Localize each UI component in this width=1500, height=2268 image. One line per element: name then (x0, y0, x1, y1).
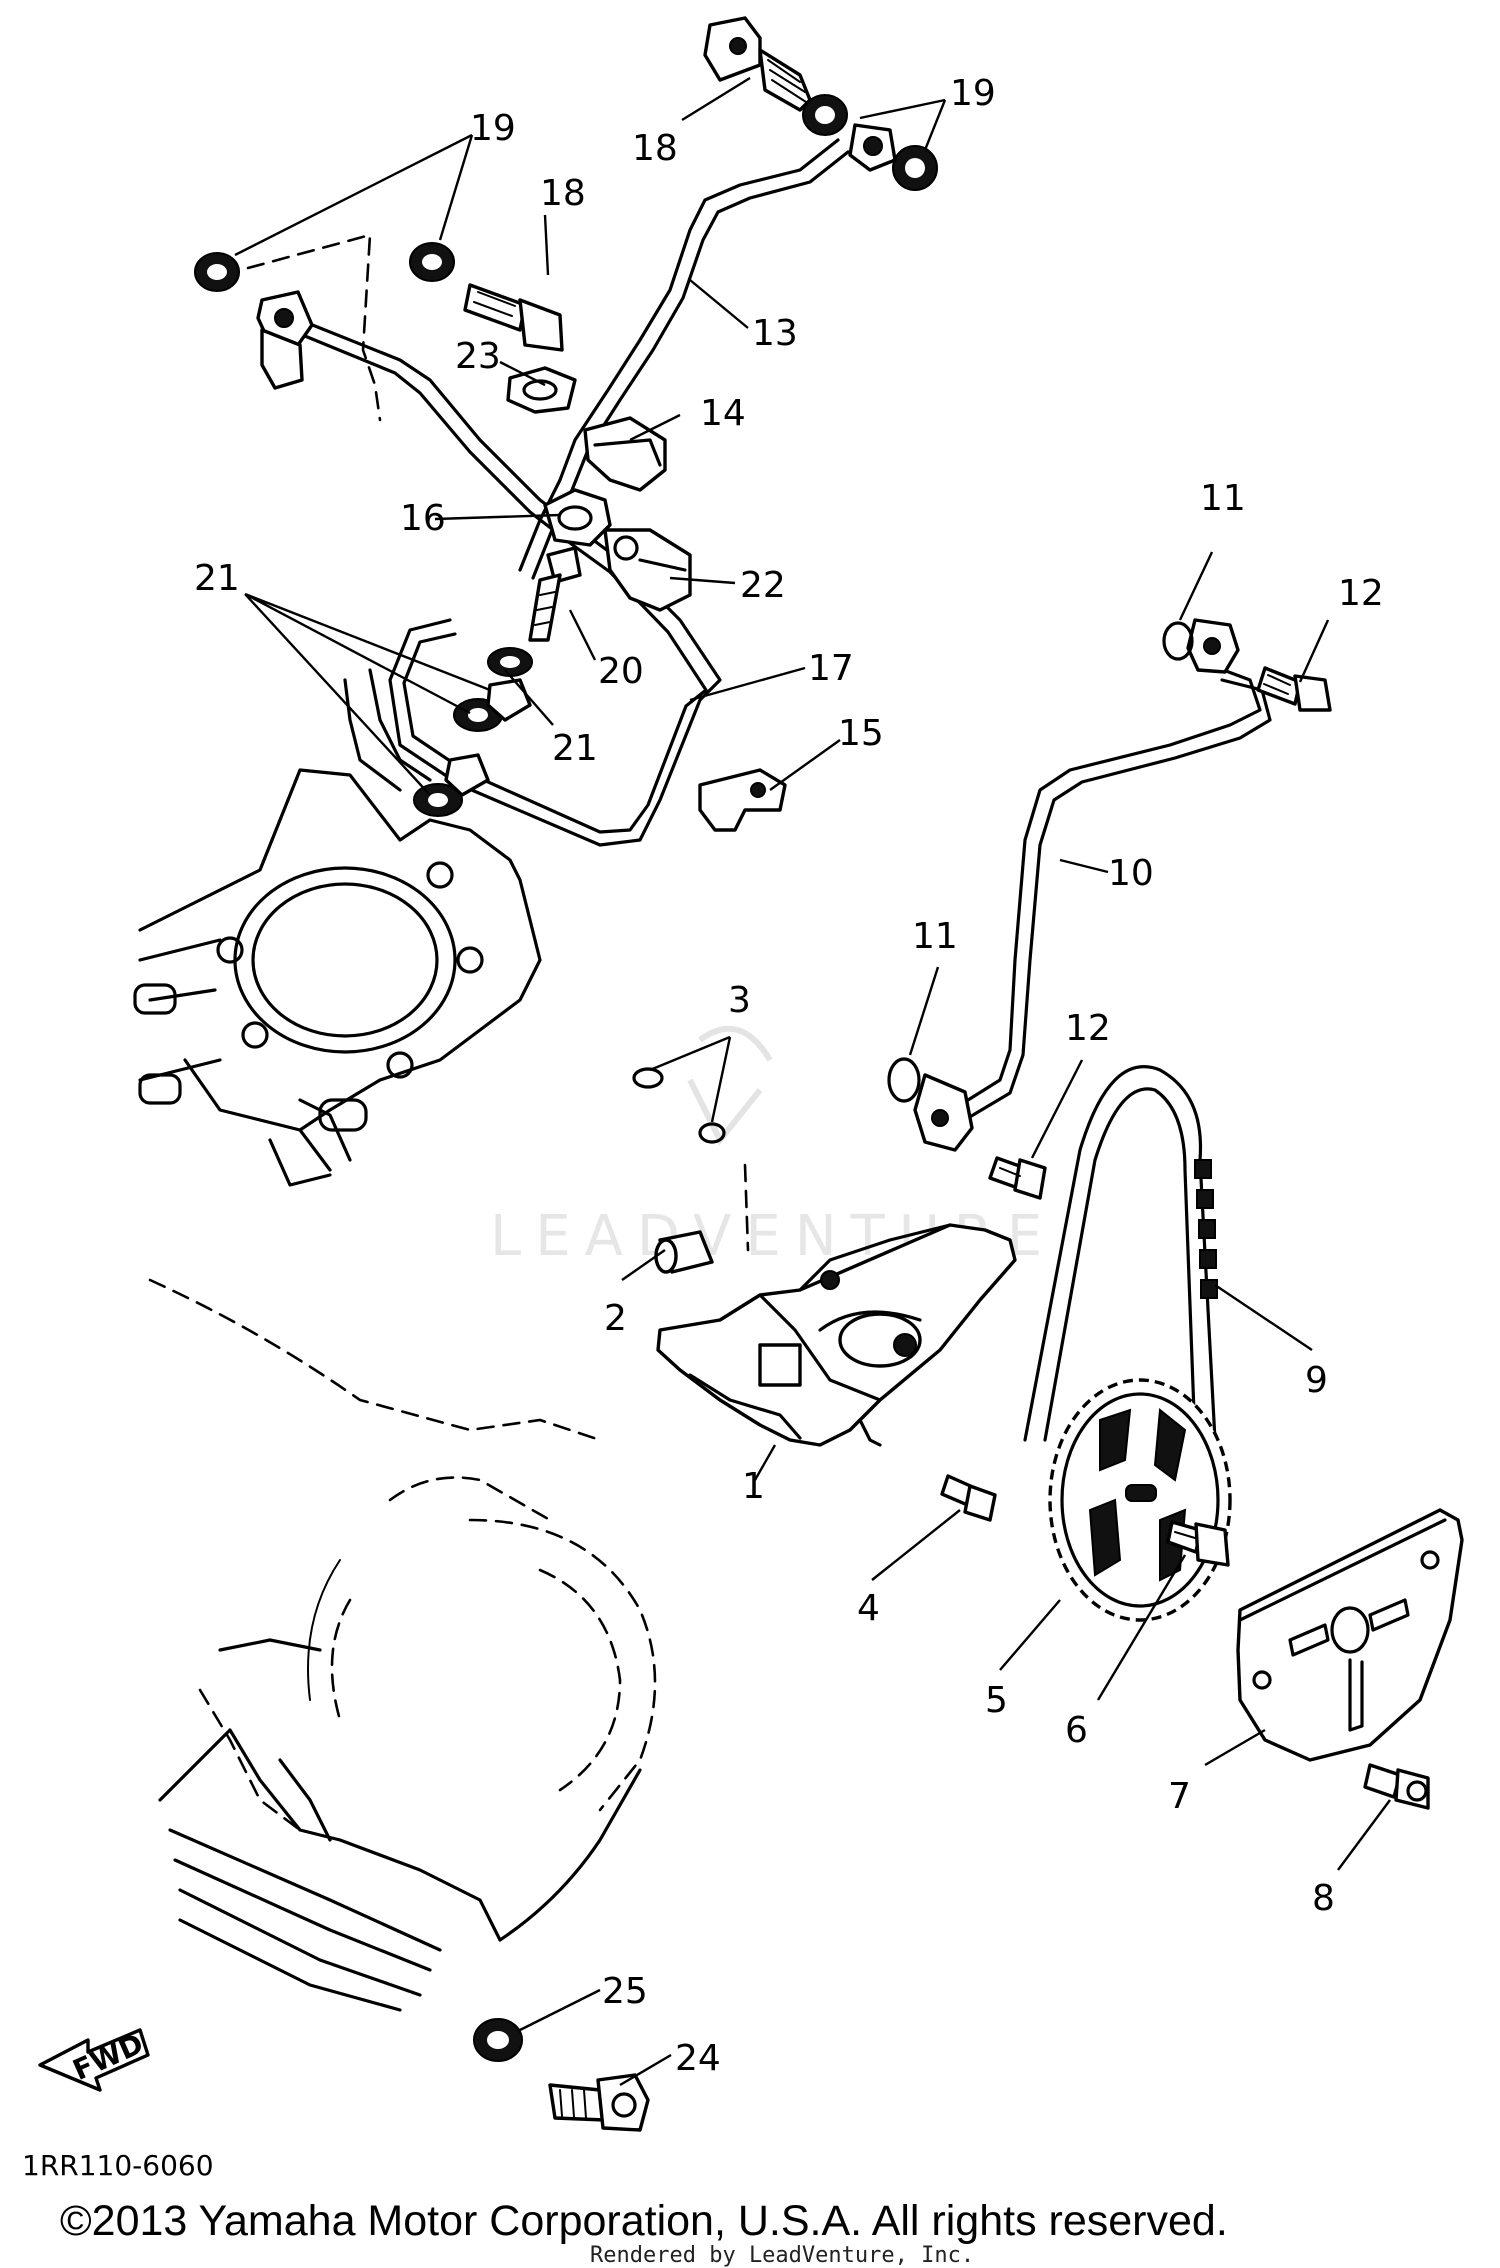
o-ring-3b (698, 1122, 726, 1144)
clamp-22 (603, 528, 692, 612)
callout-21-right: 21 (552, 728, 598, 769)
oil-pump-body (656, 1223, 1017, 1447)
callout-8: 8 (1312, 1878, 1335, 1919)
callout-25: 25 (602, 1971, 648, 2012)
fwd-arrow-icon: FWD (38, 2027, 150, 2092)
o-ring-3a (632, 1067, 664, 1089)
guide-line-19 (246, 233, 382, 422)
callout-22: 22 (740, 565, 786, 606)
bolt-4 (940, 1474, 997, 1522)
bracket-15 (698, 768, 787, 832)
union-bolt-20 (528, 546, 582, 642)
callout-17: 17 (808, 648, 854, 689)
clamp-14 (583, 416, 667, 492)
callout-18-top: 18 (632, 128, 678, 169)
callout-13: 13 (752, 313, 798, 354)
banjo-fitting-mid (444, 678, 532, 797)
callout-19-right: 19 (950, 73, 996, 114)
callout-7: 7 (1168, 1776, 1191, 1817)
sprocket-cover (1236, 1508, 1464, 1762)
callout-24: 24 (675, 2038, 721, 2079)
copyright-notice: ©2013 Yamaha Motor Corporation, U.S.A. A… (60, 2197, 1228, 2245)
pump-drive-sprocket (1048, 1378, 1232, 1622)
callout-3: 3 (728, 980, 751, 1021)
fwd-label: FWD (68, 2027, 148, 2087)
callout-5: 5 (985, 1680, 1008, 1721)
bolt-6 (1166, 1520, 1230, 1567)
callout-10: 10 (1108, 853, 1154, 894)
callout-4: 4 (857, 1588, 880, 1629)
washer-21-a (487, 647, 533, 677)
callout-12-lower: 12 (1065, 1008, 1111, 1049)
callout-23: 23 (455, 336, 501, 377)
cylinder-head-outline (133, 768, 542, 1187)
drive-chain (1023, 1065, 1218, 1442)
drain-washer-25 (473, 2018, 523, 2062)
callout-labels: 1 2 3 4 5 6 7 8 9 10 11 11 12 12 13 14 1… (194, 73, 1384, 2079)
sealing-washer-19-a (802, 94, 848, 136)
o-ring-11-lower (887, 1057, 921, 1103)
callout-20: 20 (598, 651, 644, 692)
callout-21-left: 21 (194, 558, 240, 599)
callout-12-upper: 12 (1338, 573, 1384, 614)
dowel-pin (654, 1230, 714, 1274)
gasket-16 (543, 488, 612, 547)
callout-9: 9 (1305, 1360, 1328, 1401)
callout-14: 14 (700, 393, 746, 434)
banjo-fitting-top (848, 123, 897, 172)
callout-6: 6 (1065, 1710, 1088, 1751)
sealing-washer-19-b (892, 145, 938, 191)
callout-11-upper: 11 (1200, 478, 1246, 519)
gasket-23 (506, 366, 577, 414)
union-bolt-18 (463, 283, 564, 352)
o-ring-11-upper (1162, 621, 1194, 661)
drain-bolt-24 (548, 2073, 650, 2132)
union-bolt-18-top (703, 16, 812, 112)
bolt-12-lower (988, 1156, 1047, 1200)
callout-19-left: 19 (470, 108, 516, 149)
rendered-by-notice: Rendered by LeadVenture, Inc. (590, 2243, 974, 2268)
callout-15: 15 (838, 713, 884, 754)
callout-16: 16 (400, 498, 446, 539)
callout-11-lower: 11 (912, 916, 958, 957)
callout-2: 2 (604, 1298, 627, 1339)
oil-hose-lower (343, 678, 402, 792)
o-ring-guide-line (743, 1163, 750, 1252)
banjo-fitting-left (256, 290, 314, 390)
sealing-washer-19-d (409, 242, 455, 282)
callout-18: 18 (540, 173, 586, 214)
sealing-washer-19-c (194, 252, 240, 292)
bolt-8 (1363, 1763, 1430, 1810)
leader-lines (234, 76, 1391, 2087)
diagram-code: 1RR110-6060 (22, 2149, 214, 2182)
oil-hose-lower-b (368, 668, 432, 782)
bolt-12-upper (1256, 666, 1332, 712)
crankcase-outline (148, 1278, 657, 2012)
callout-1: 1 (742, 1466, 765, 1507)
oil-pipe-10 (913, 618, 1272, 1152)
watermark-logo (687, 1025, 773, 1146)
